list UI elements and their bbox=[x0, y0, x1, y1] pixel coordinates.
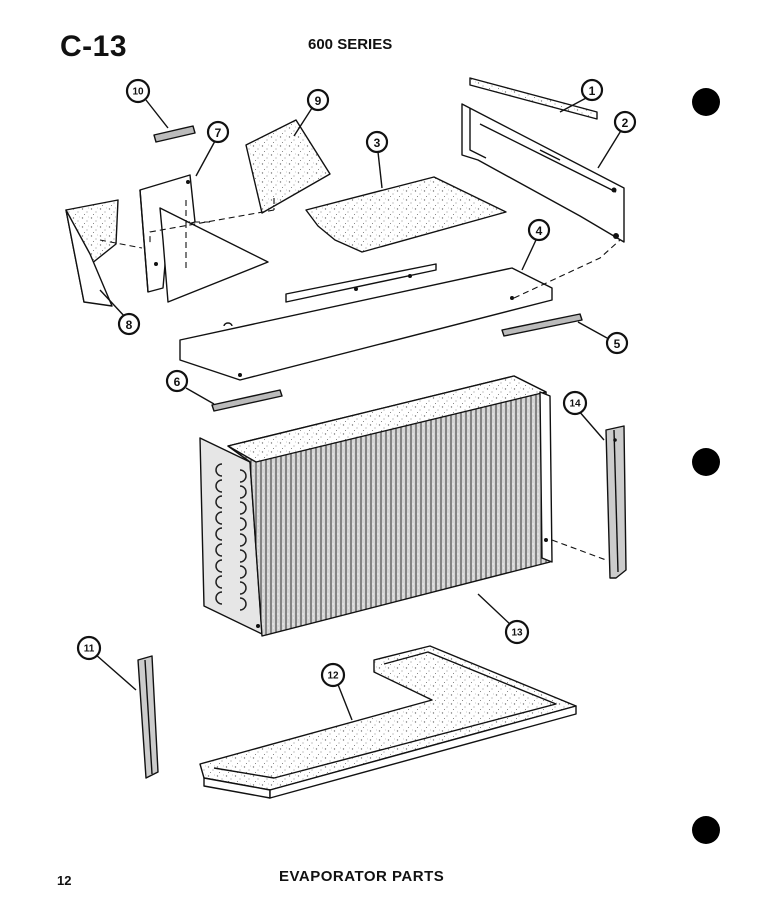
callout-label: 4 bbox=[536, 224, 543, 238]
part-2-side-panel bbox=[461, 103, 625, 243]
binder-hole-top bbox=[692, 88, 720, 116]
callout-label: 2 bbox=[622, 116, 629, 130]
callout-14: 14 bbox=[562, 390, 588, 416]
part-4-top-cover bbox=[179, 263, 553, 381]
part-10-small-strip bbox=[153, 125, 196, 143]
binder-hole-middle bbox=[692, 448, 720, 476]
callout-label: 5 bbox=[614, 337, 621, 351]
page-id: C-13 bbox=[60, 30, 128, 63]
part-1-top-strip bbox=[469, 77, 598, 120]
binder-hole-bottom bbox=[692, 816, 720, 844]
part-6-left-strip bbox=[211, 389, 283, 412]
callout-label: 7 bbox=[215, 126, 222, 140]
callout-label: 13 bbox=[511, 628, 523, 639]
callout-3: 3 bbox=[365, 130, 389, 154]
part-13-evaporator-coil bbox=[199, 375, 553, 637]
callout-label: 1 bbox=[589, 84, 596, 98]
alignment-lines bbox=[99, 198, 621, 561]
callout-2: 2 bbox=[613, 110, 637, 134]
part-8-corner-piece bbox=[65, 199, 119, 307]
callout-1: 1 bbox=[580, 78, 604, 102]
callout-label: 14 bbox=[569, 399, 581, 410]
callout-4: 4 bbox=[527, 218, 551, 242]
part-12-base-pan bbox=[199, 645, 577, 799]
callout-8: 8 bbox=[117, 312, 141, 336]
callout-6: 6 bbox=[165, 369, 189, 393]
leader-lines bbox=[94, 96, 623, 721]
callout-7: 7 bbox=[206, 120, 230, 144]
part-7-bracket bbox=[139, 174, 269, 303]
callout-label: 10 bbox=[132, 87, 144, 98]
callout-5: 5 bbox=[605, 331, 629, 355]
part-9-triangle-pad bbox=[245, 119, 331, 214]
callout-9: 9 bbox=[306, 88, 330, 112]
callout-label: 8 bbox=[126, 318, 133, 332]
page-number: 12 bbox=[57, 873, 72, 888]
part-3-insulation-pad bbox=[305, 176, 507, 253]
callout-label: 6 bbox=[174, 375, 181, 389]
footer-title: EVAPORATOR PARTS bbox=[279, 868, 445, 885]
callout-11: 11 bbox=[76, 635, 102, 661]
callout-13: 13 bbox=[504, 619, 530, 645]
callout-12: 12 bbox=[320, 662, 346, 688]
part-11-left-bar bbox=[137, 655, 159, 779]
callout-label: 9 bbox=[315, 94, 322, 108]
callout-label: 12 bbox=[327, 671, 339, 682]
callout-10: 10 bbox=[125, 78, 151, 104]
part-14-right-bracket bbox=[605, 425, 627, 579]
part-5-right-strip bbox=[501, 313, 583, 337]
callout-label: 11 bbox=[84, 644, 95, 655]
series-title: 600 SERIES bbox=[308, 36, 393, 53]
callout-label: 3 bbox=[374, 136, 381, 150]
